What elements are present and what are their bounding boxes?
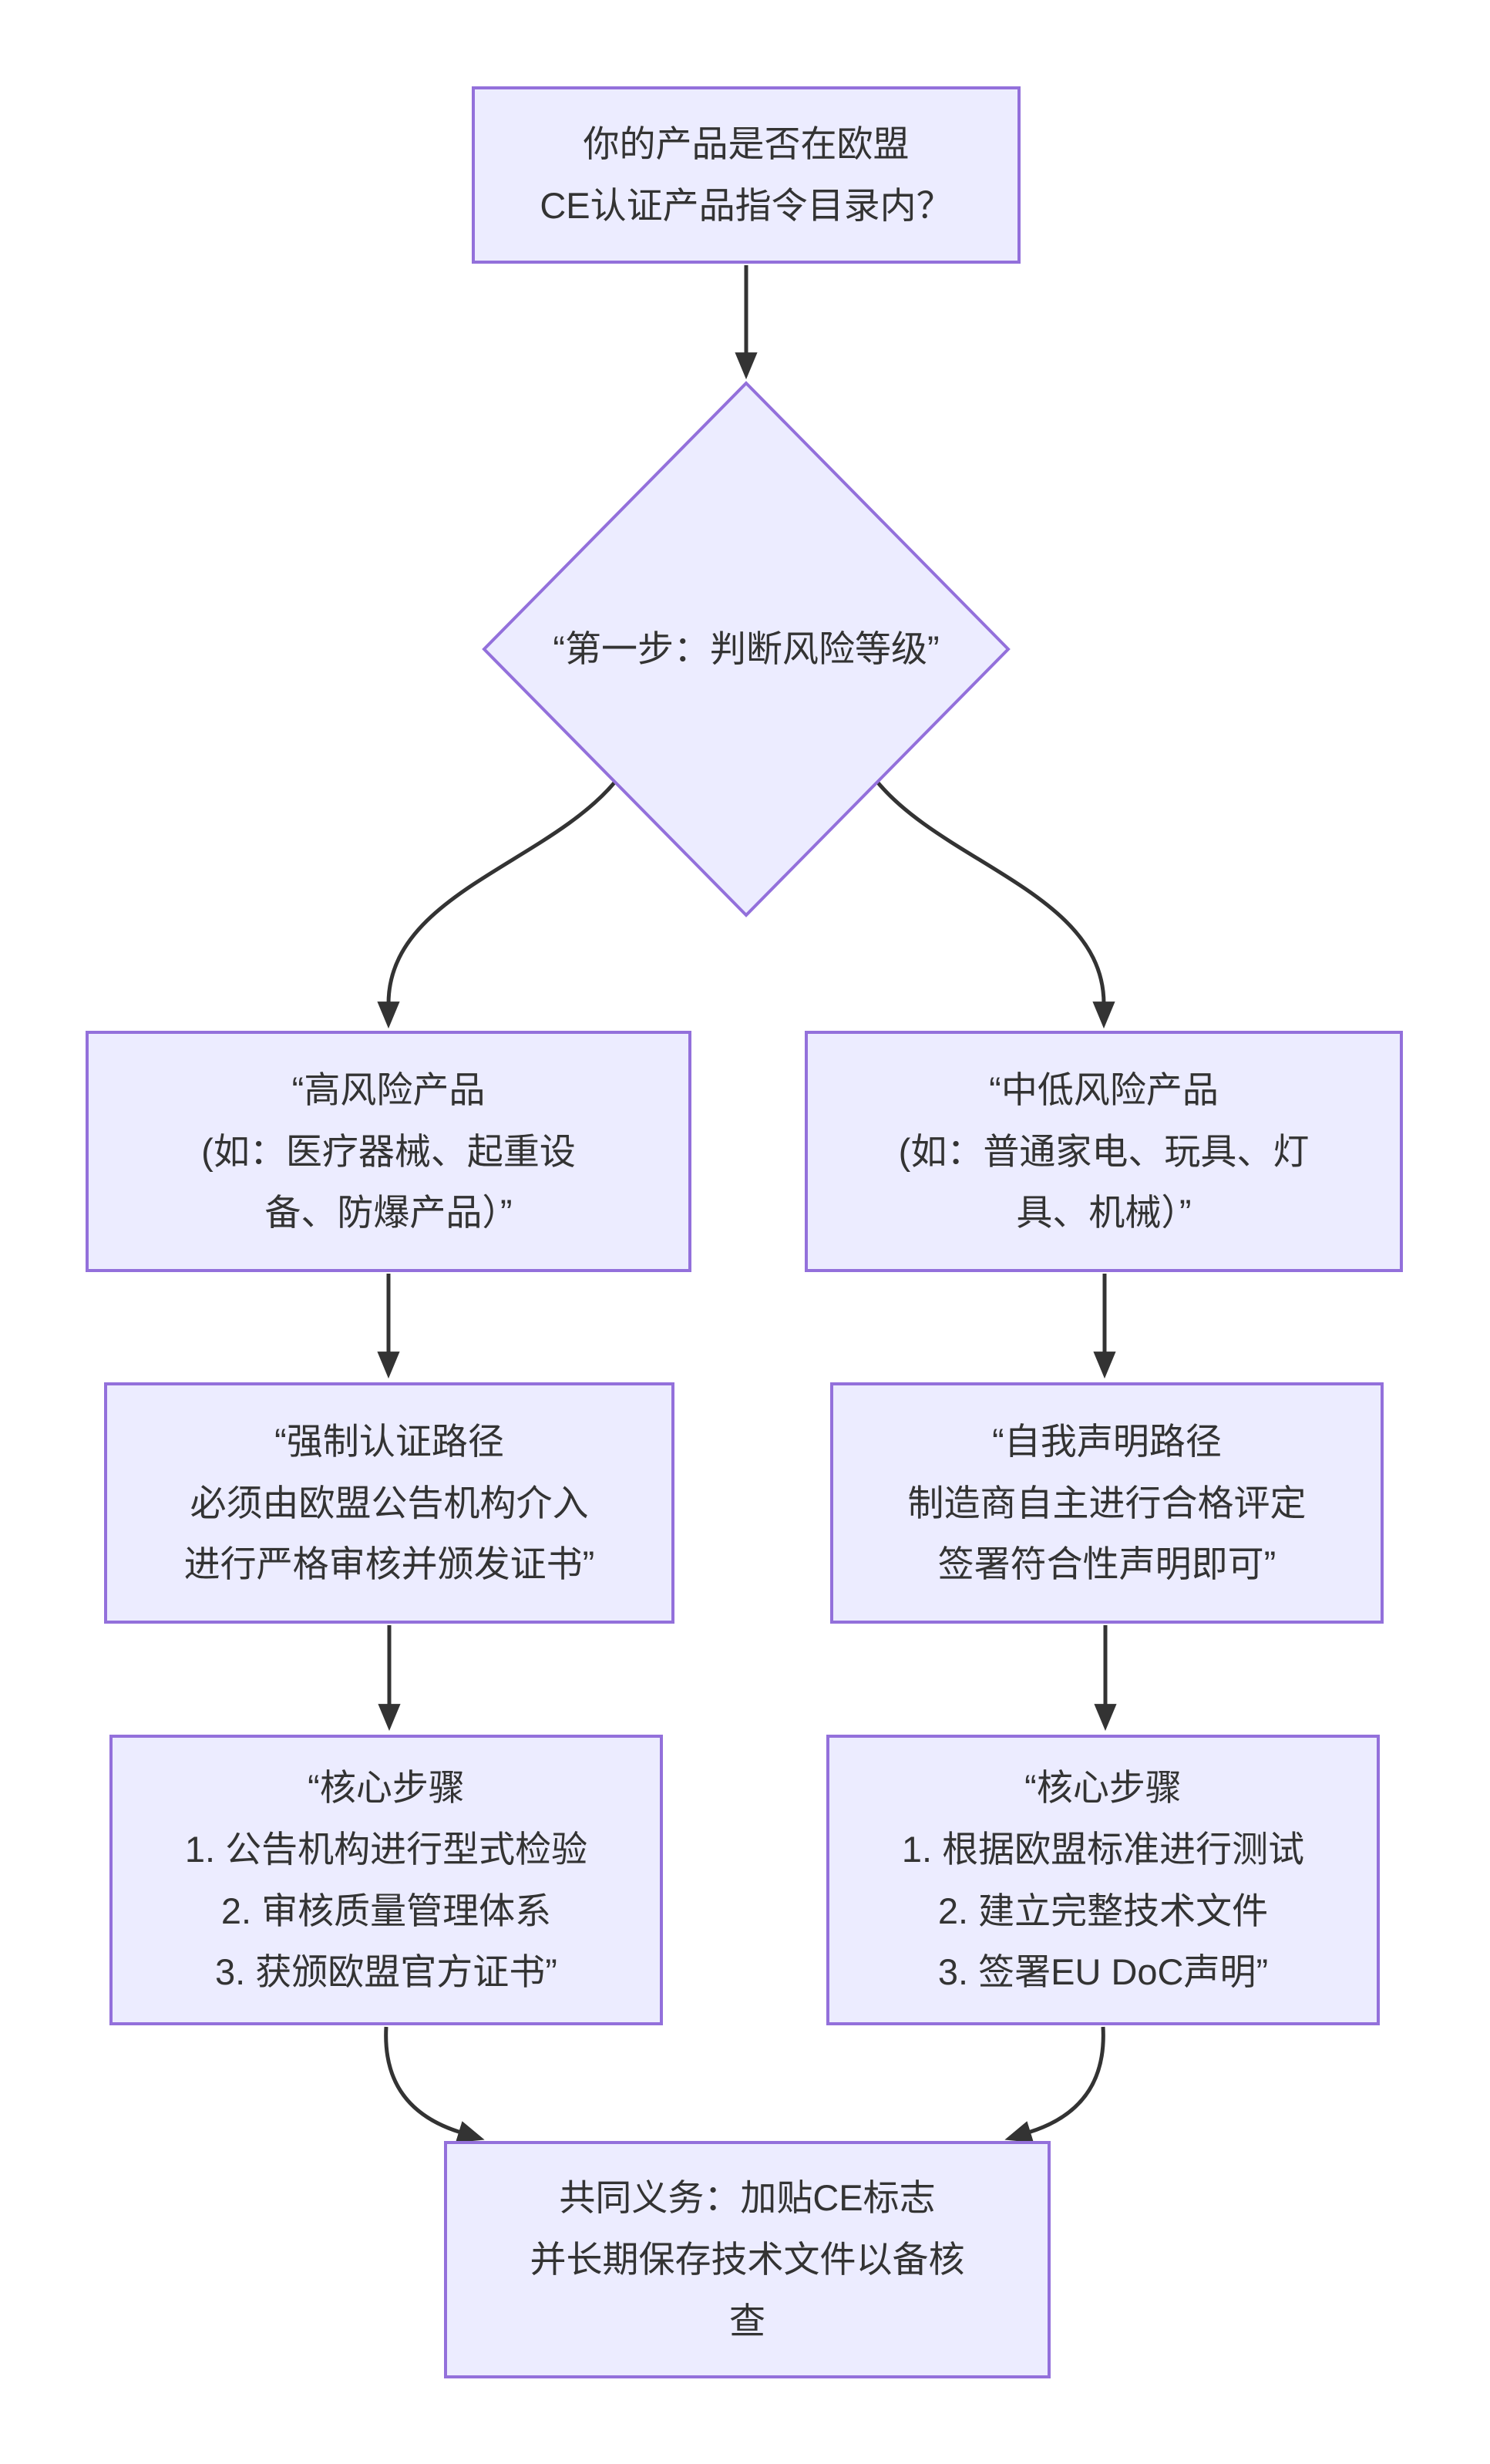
edge-steps-low-to-common-duty [1004, 2026, 1105, 2143]
node-line: “自我声明路径 [992, 1420, 1222, 1462]
node-line: “高风险产品 [291, 1069, 486, 1110]
node-line: 进行严格审核并颁发证书” [183, 1543, 595, 1585]
node-line: 1. 根据欧盟标准进行测试 [901, 1828, 1305, 1870]
node-common-duty: 共同义务：加贴CE标志 并长期保存技术文件以备核 查 [444, 2141, 1051, 2378]
node-line: (如：医疗器械、起重设 [201, 1130, 576, 1172]
node-steps-low: “核心步骤 1. 根据欧盟标准进行测试 2. 建立完整技术文件 3. 签署EU … [826, 1735, 1380, 2025]
node-line: “第一步：判断风险等级” [553, 628, 940, 670]
node-line: 1. 公告机构进行型式检验 [184, 1828, 588, 1870]
node-line: 签署符合性声明即可” [937, 1543, 1276, 1585]
node-steps-high: “核心步骤 1. 公告机构进行型式检验 2. 审核质量管理体系 3. 获颁欧盟官… [109, 1735, 663, 2025]
node-line: 3. 签署EU DoC声明” [937, 1951, 1269, 1993]
node-line: (如：普通家电、玩具、灯 [898, 1130, 1310, 1172]
node-mandatory-path: “强制认证路径 必须由欧盟公告机构介入 进行严格审核并颁发证书” [104, 1382, 674, 1624]
node-line: “核心步骤 [1024, 1766, 1182, 1808]
node-start: 你的产品是否在欧盟 CE认证产品指令目录内？ [472, 86, 1021, 264]
node-line: 备、防爆产品）” [264, 1192, 513, 1234]
node-line: 共同义务：加贴CE标志 [559, 2177, 936, 2219]
node-line: 你的产品是否在欧盟 [583, 123, 910, 165]
node-line: 2. 审核质量管理体系 [220, 1890, 552, 1931]
edge-decision-to-high-risk [377, 780, 617, 1029]
node-line: 并长期保存技术文件以备核 [530, 2239, 965, 2281]
node-line: 查 [729, 2300, 765, 2341]
node-line: 必须由欧盟公告机构介入 [190, 1482, 589, 1523]
node-decision-shape [482, 381, 1011, 917]
node-low-risk: “中低风险产品 (如：普通家电、玩具、灯 具、机械）” [805, 1031, 1403, 1272]
node-line: 2. 建立完整技术文件 [937, 1890, 1269, 1931]
node-self-declare-path: “自我声明路径 制造商自主进行合格评定 签署符合性声明即可” [830, 1382, 1384, 1624]
node-high-risk: “高风险产品 (如：医疗器械、起重设 备、防爆产品）” [86, 1031, 691, 1272]
edge-decision-to-low-risk [876, 780, 1115, 1029]
node-line: “核心步骤 [308, 1766, 465, 1808]
node-line: CE认证产品指令目录内？ [540, 185, 953, 226]
node-line: “强制认证路径 [274, 1420, 504, 1462]
node-line: 具、机械）” [1016, 1192, 1192, 1234]
node-line: 3. 获颁欧盟官方证书” [215, 1951, 557, 1993]
node-line: “中低风险产品 [989, 1069, 1219, 1110]
edge-steps-high-to-common-duty [384, 2026, 485, 2143]
node-decision: “第一步：判断风险等级” [515, 611, 977, 688]
node-line: 制造商自主进行合格评定 [907, 1482, 1307, 1523]
